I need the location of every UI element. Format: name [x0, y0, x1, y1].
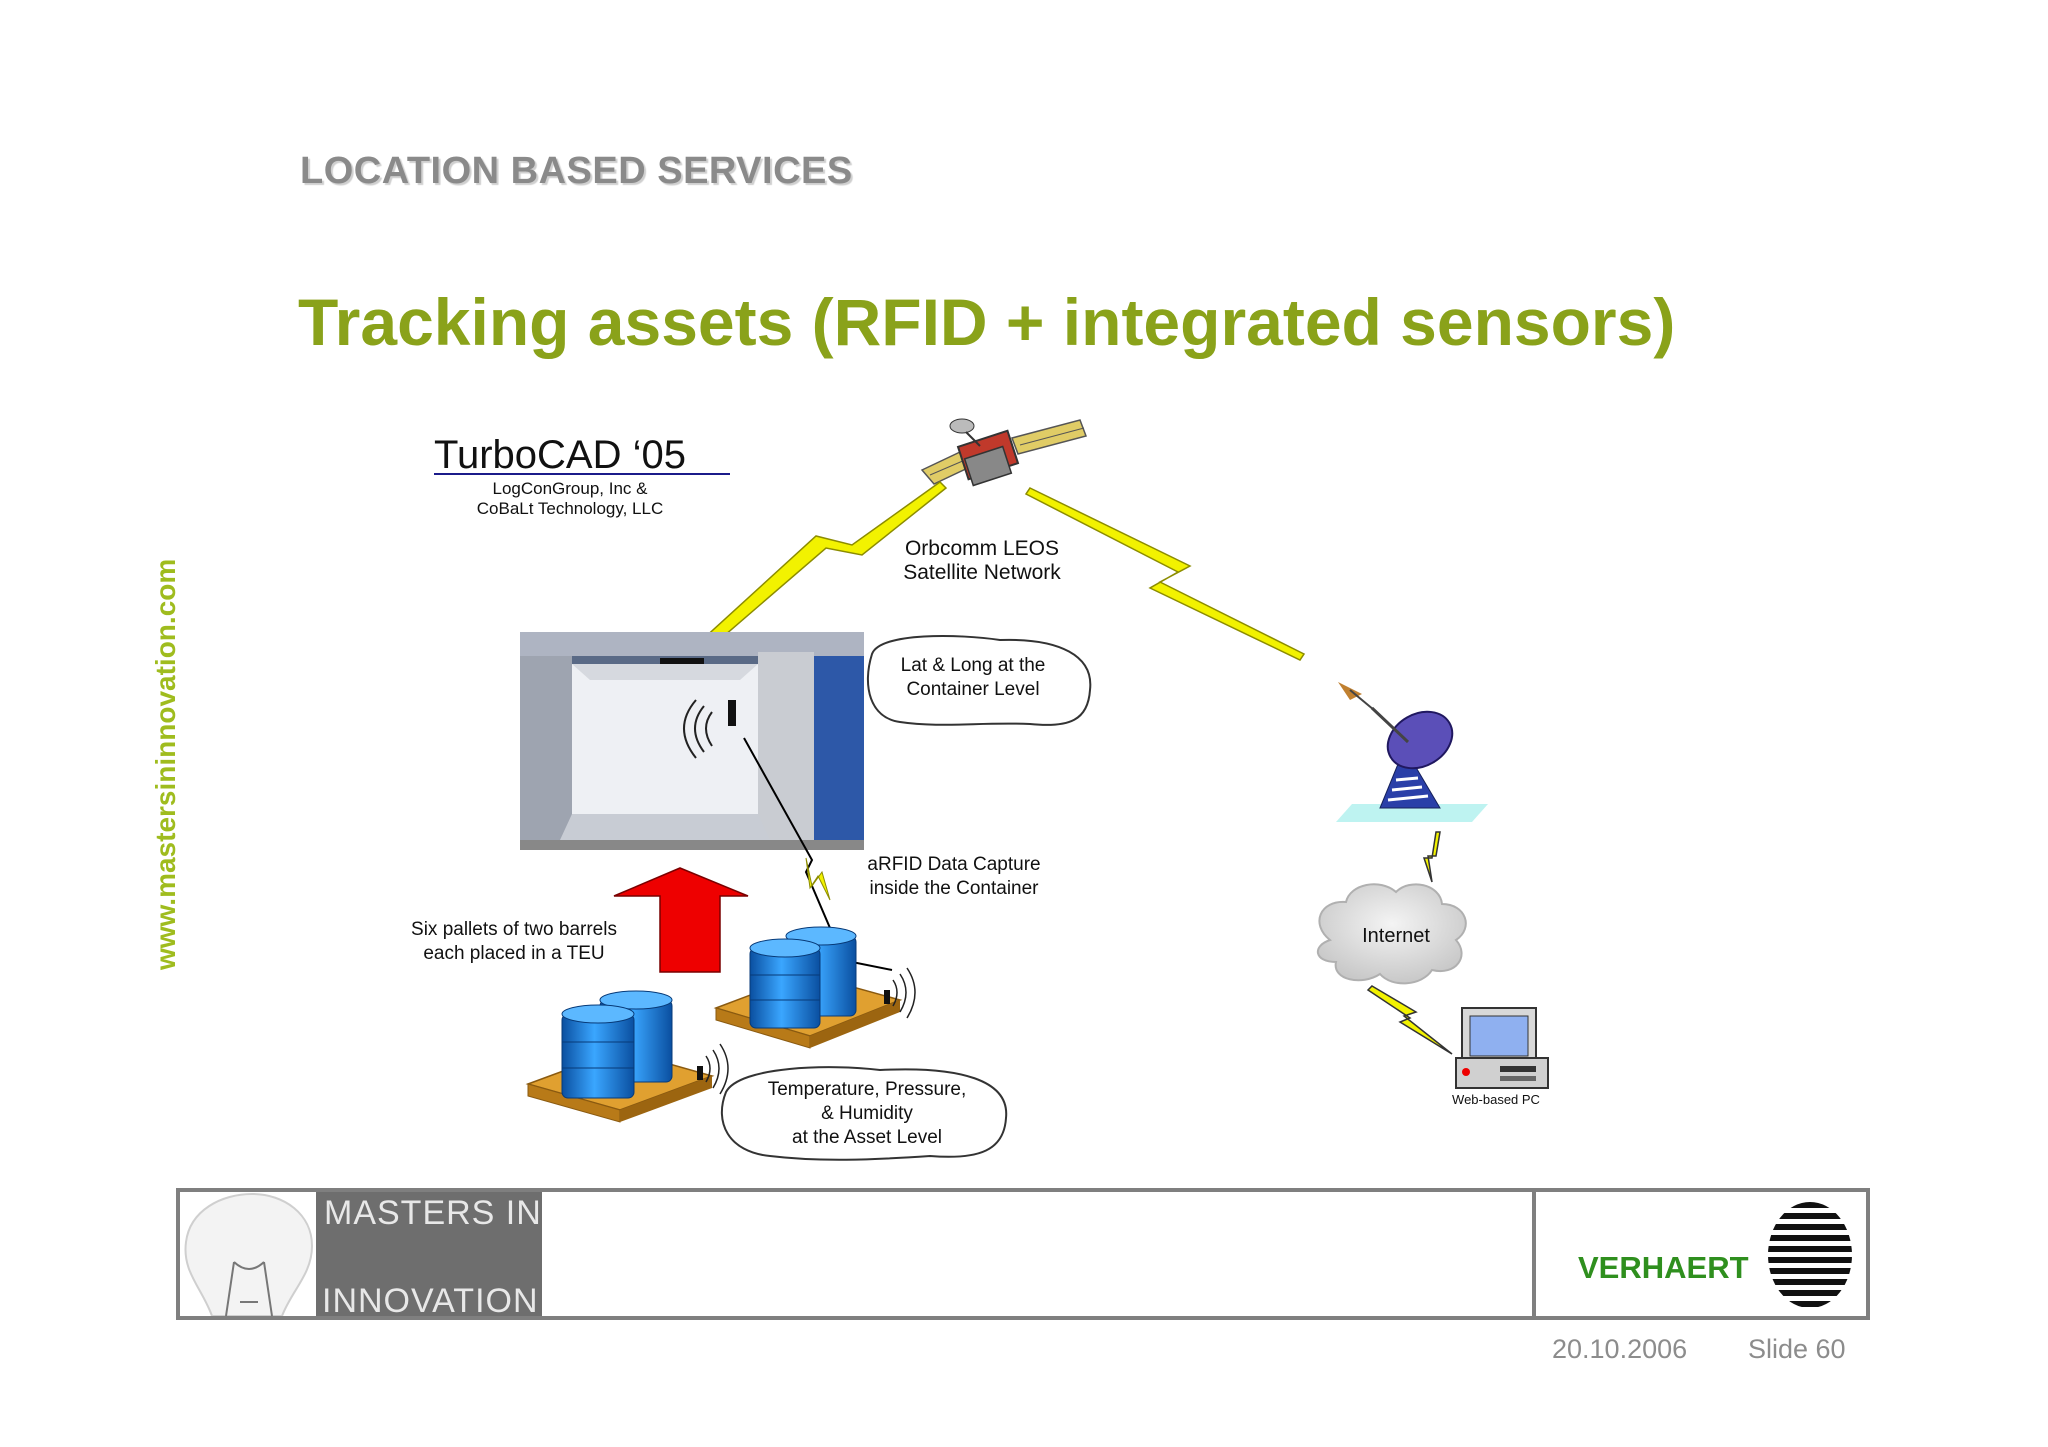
bubble-container-line1: Lat & Long at the [901, 655, 1046, 676]
masters-in-innovation-panel [316, 1192, 542, 1316]
rfid-label-line1: aRFID Data Capture [867, 854, 1040, 875]
internet-cloud-icon: Internet [1317, 883, 1467, 985]
bubble-asset-line1: Temperature, Pressure, [768, 1079, 967, 1100]
internet-label: Internet [1362, 925, 1430, 947]
turbocad-logo: TurboCAD ‘05 LogConGroup, Inc & CoBaLt T… [434, 433, 730, 518]
section-title: LOCATION BASED SERVICES [300, 150, 853, 192]
masters-line1: MASTERS IN [324, 1194, 542, 1232]
slide-number: Slide 60 [1748, 1334, 1846, 1364]
asset-level-bubble: Temperature, Pressure, & Humidity at the… [721, 1066, 1008, 1161]
bubble-asset-line2: & Humidity [821, 1103, 913, 1124]
logo-title: TurboCAD ‘05 [434, 433, 686, 477]
logo-line2: CoBaLt Technology, LLC [477, 499, 664, 518]
footer-divider [1532, 1188, 1536, 1320]
container-level-bubble: Lat & Long at the Container Level [866, 635, 1092, 726]
satellite-label-line2: Satellite Network [903, 561, 1061, 584]
web-pc-icon: Web-based PC [1452, 1007, 1549, 1107]
rfid-label-line2: inside the Container [870, 878, 1040, 899]
bubble-asset-line3: at the Asset Level [792, 1127, 942, 1148]
satellite-icon [920, 418, 1087, 487]
bubble-container-line2: Container Level [906, 679, 1039, 700]
satellite-label-line1: Orbcomm LEOS [905, 537, 1059, 560]
pallets-label-line1: Six pallets of two barrels [411, 919, 617, 940]
pc-label: Web-based PC [1452, 1092, 1540, 1107]
ground-station-icon [1336, 682, 1488, 822]
downlink-lightning [1024, 487, 1306, 661]
shipping-container-image [520, 632, 864, 850]
slide-title: Tracking assets (RFID + integrated senso… [298, 285, 1676, 359]
footer-date: 20.10.2006 [1552, 1334, 1688, 1364]
verhaert-logo-icon [1768, 1202, 1852, 1307]
barrel-pallet-front [525, 990, 729, 1123]
barrel-pallet-back [713, 926, 916, 1049]
load-arrow-icon [613, 867, 749, 973]
lightbulb-icon [184, 1192, 314, 1316]
logo-line1: LogConGroup, Inc & [493, 479, 649, 498]
verhaert-brand: VERHAERT [1578, 1250, 1749, 1285]
pallets-label-line2: each placed in a TEU [423, 943, 604, 964]
masters-line2: INNOVATION [322, 1282, 539, 1320]
